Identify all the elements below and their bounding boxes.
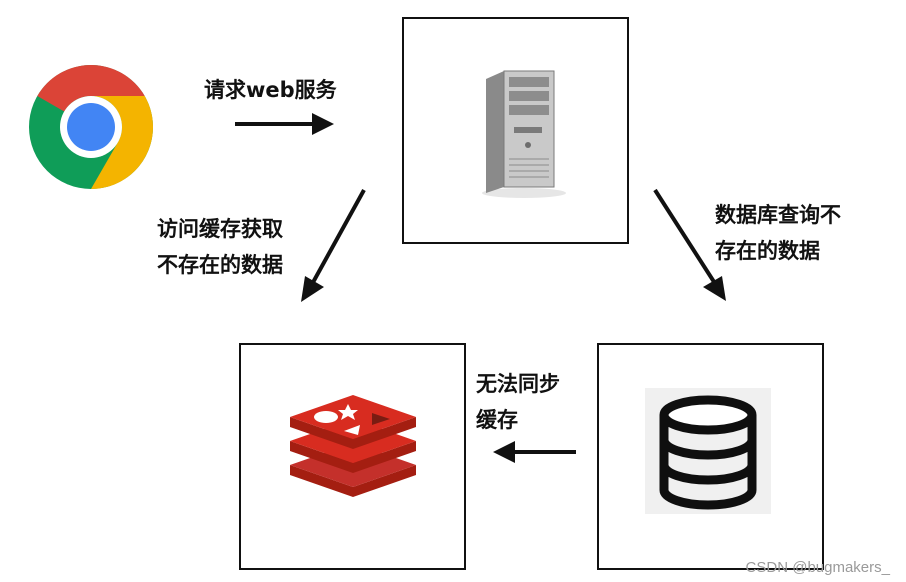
redis-box (239, 343, 466, 570)
sync-arrow (493, 441, 576, 463)
watermark: CSDN @bugmakers_ (745, 559, 890, 576)
db-query-arrow (653, 188, 726, 301)
cache-lookup-arrow (301, 189, 366, 302)
db-query-label: 数据库查询不 存在的数据 (715, 203, 841, 263)
sync-fail-label: 无法同步 缓存 (476, 372, 560, 432)
server-box (402, 17, 629, 244)
server-tower-icon (482, 70, 566, 198)
request-arrow (235, 113, 334, 135)
cache-miss-label: 访问缓存获取 不存在的数据 (157, 217, 283, 277)
chrome-icon (29, 65, 154, 189)
redis-icon (290, 395, 416, 497)
database-box (597, 343, 824, 570)
request-web-label: 请求web服务 (204, 78, 337, 102)
database-icon (659, 395, 757, 510)
